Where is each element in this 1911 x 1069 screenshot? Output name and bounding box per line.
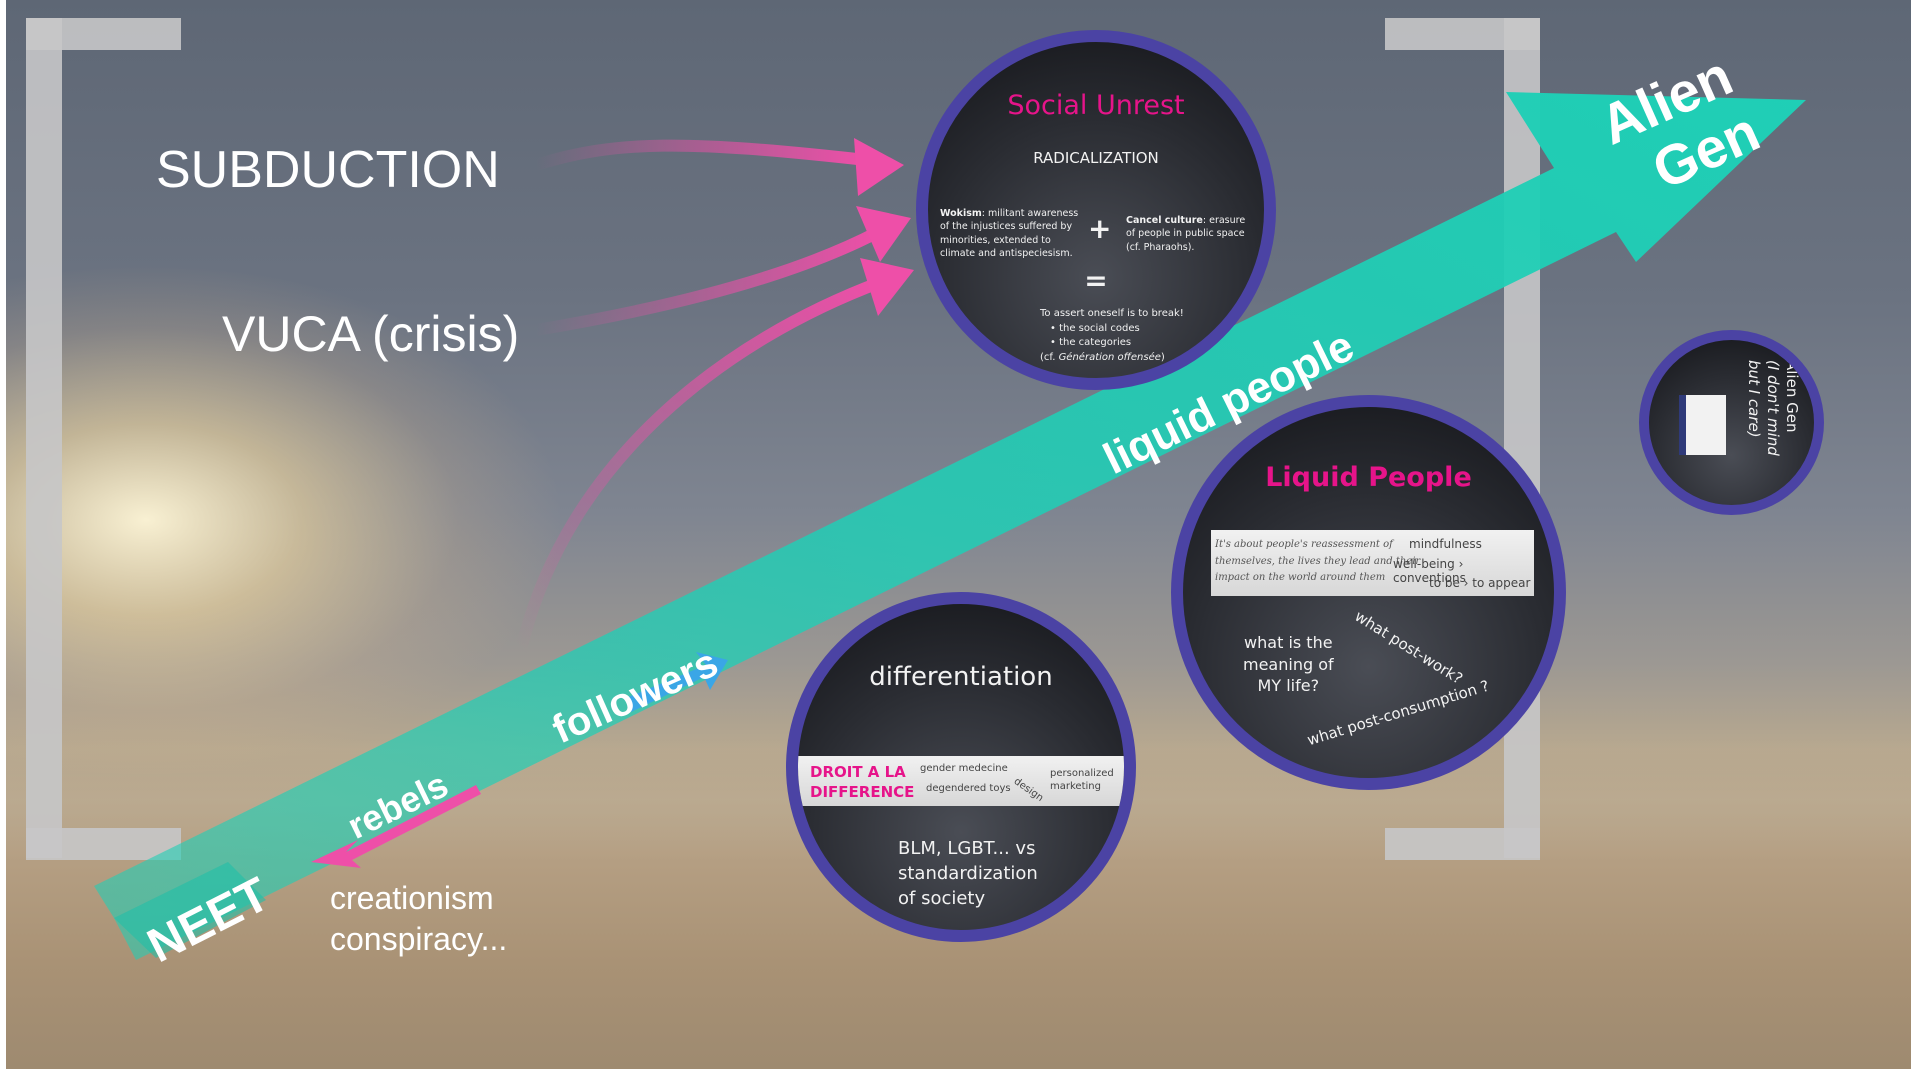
social-unrest-title: Social Unrest	[1007, 90, 1185, 121]
differentiation-strip: DROIT A LA DIFFERENCE gender medecine de…	[798, 756, 1124, 806]
degendered-toys-label: degendered toys	[926, 783, 1011, 794]
big-teal-arrow	[94, 92, 1806, 960]
wokism-block: Wokism: militant awareness of the injust…	[940, 207, 1080, 260]
subduction-label: SUBDUCTION	[156, 141, 500, 199]
liquid-people-circle[interactable]: Liquid People It's about people's reasse…	[1171, 395, 1566, 790]
slide-canvas: SUBDUCTION VUCA (crisis) Alien Gen liqui…	[6, 0, 1911, 1069]
assert-block: To assert oneself is to break! • the soc…	[1040, 307, 1200, 365]
vuca-label: VUCA (crisis)	[222, 306, 520, 362]
post-work-question: what post-work?	[1351, 607, 1466, 688]
creationism-label: creationism	[330, 880, 494, 916]
wellbeing-label: well-being › conventions	[1393, 557, 1466, 585]
book-thumbnail	[1679, 395, 1726, 455]
bracket-bottom-right-h	[1385, 828, 1540, 860]
arrow-vuca	[530, 226, 884, 336]
wokism-text: : militant awareness of the injustices s…	[940, 208, 1079, 259]
cf-reference: (cf. Génération offensée)	[1040, 351, 1165, 363]
arrow-subduction-head	[854, 138, 904, 196]
mindfulness-label: mindfulness	[1409, 537, 1482, 551]
tobe-label: to be › to appear	[1429, 576, 1531, 590]
cancel-culture-text: : erasure of people in public space (cf.…	[1126, 215, 1246, 253]
bullet-social-codes: • the social codes	[1050, 322, 1140, 334]
cancel-culture-block: Cancel culture: erasure of people in pub…	[1126, 214, 1254, 254]
alien-gen-circle-line1: Alien Gen	[1783, 360, 1801, 433]
conspiracy-label: conspiracy...	[330, 921, 508, 957]
blm-text: BLM, LGBT... vs standardization of socie…	[898, 838, 1038, 910]
personalized-marketing-label: personalized marketing	[1050, 768, 1114, 792]
differentiation-circle[interactable]: differentiation DROIT A LA DIFFERENCE ge…	[786, 592, 1136, 942]
gender-medecine-label: gender medecine	[920, 763, 1008, 774]
followers-blue-arrow	[626, 652, 728, 712]
differentiation-title: differentiation	[869, 662, 1053, 692]
arrow-subduction	[530, 139, 872, 171]
liquid-people-strip: It's about people's reassessment of them…	[1211, 530, 1534, 596]
bracket-top-left-v	[26, 18, 62, 858]
arrow-followers-up	[515, 276, 887, 656]
meaning-question: what is the meaning of MY life?	[1243, 633, 1334, 696]
strip-italic-text: It's about people's reassessment of them…	[1215, 539, 1421, 583]
plus-sign: +	[1088, 212, 1112, 245]
diagram-arrows	[94, 92, 1806, 960]
design-label: design	[1011, 776, 1046, 805]
cancel-culture-term: Cancel culture	[1126, 215, 1203, 226]
bullet-categories: • the categories	[1050, 337, 1132, 348]
alien-gen-circle[interactable]: Alien Gen (I don't mind but I care)	[1639, 330, 1824, 515]
alien-gen-circle-text: Alien Gen (I don't mind but I care)	[1745, 360, 1802, 490]
alien-gen-circle-line3: but I care)	[1745, 360, 1764, 438]
social-unrest-circle[interactable]: Social Unrest RADICALIZATION Wokism: mil…	[916, 30, 1276, 390]
droit-a-la-difference: DROIT A LA DIFFERENCE	[810, 763, 915, 802]
arrow-followers-up-head	[860, 258, 914, 316]
bracket-bottom-left-h	[26, 828, 181, 860]
radicalization-label: RADICALIZATION	[1033, 149, 1159, 167]
wokism-term: Wokism	[940, 208, 982, 219]
assert-line: To assert oneself is to break!	[1040, 308, 1184, 319]
liquid-people-title: Liquid People	[1265, 462, 1472, 493]
equals-sign: =	[1084, 264, 1108, 297]
arrow-vuca-head	[856, 206, 911, 262]
rebels-pink-arrow	[311, 785, 481, 868]
alien-gen-circle-line2: (I don't mind	[1764, 360, 1783, 456]
neet-tab	[114, 862, 266, 958]
